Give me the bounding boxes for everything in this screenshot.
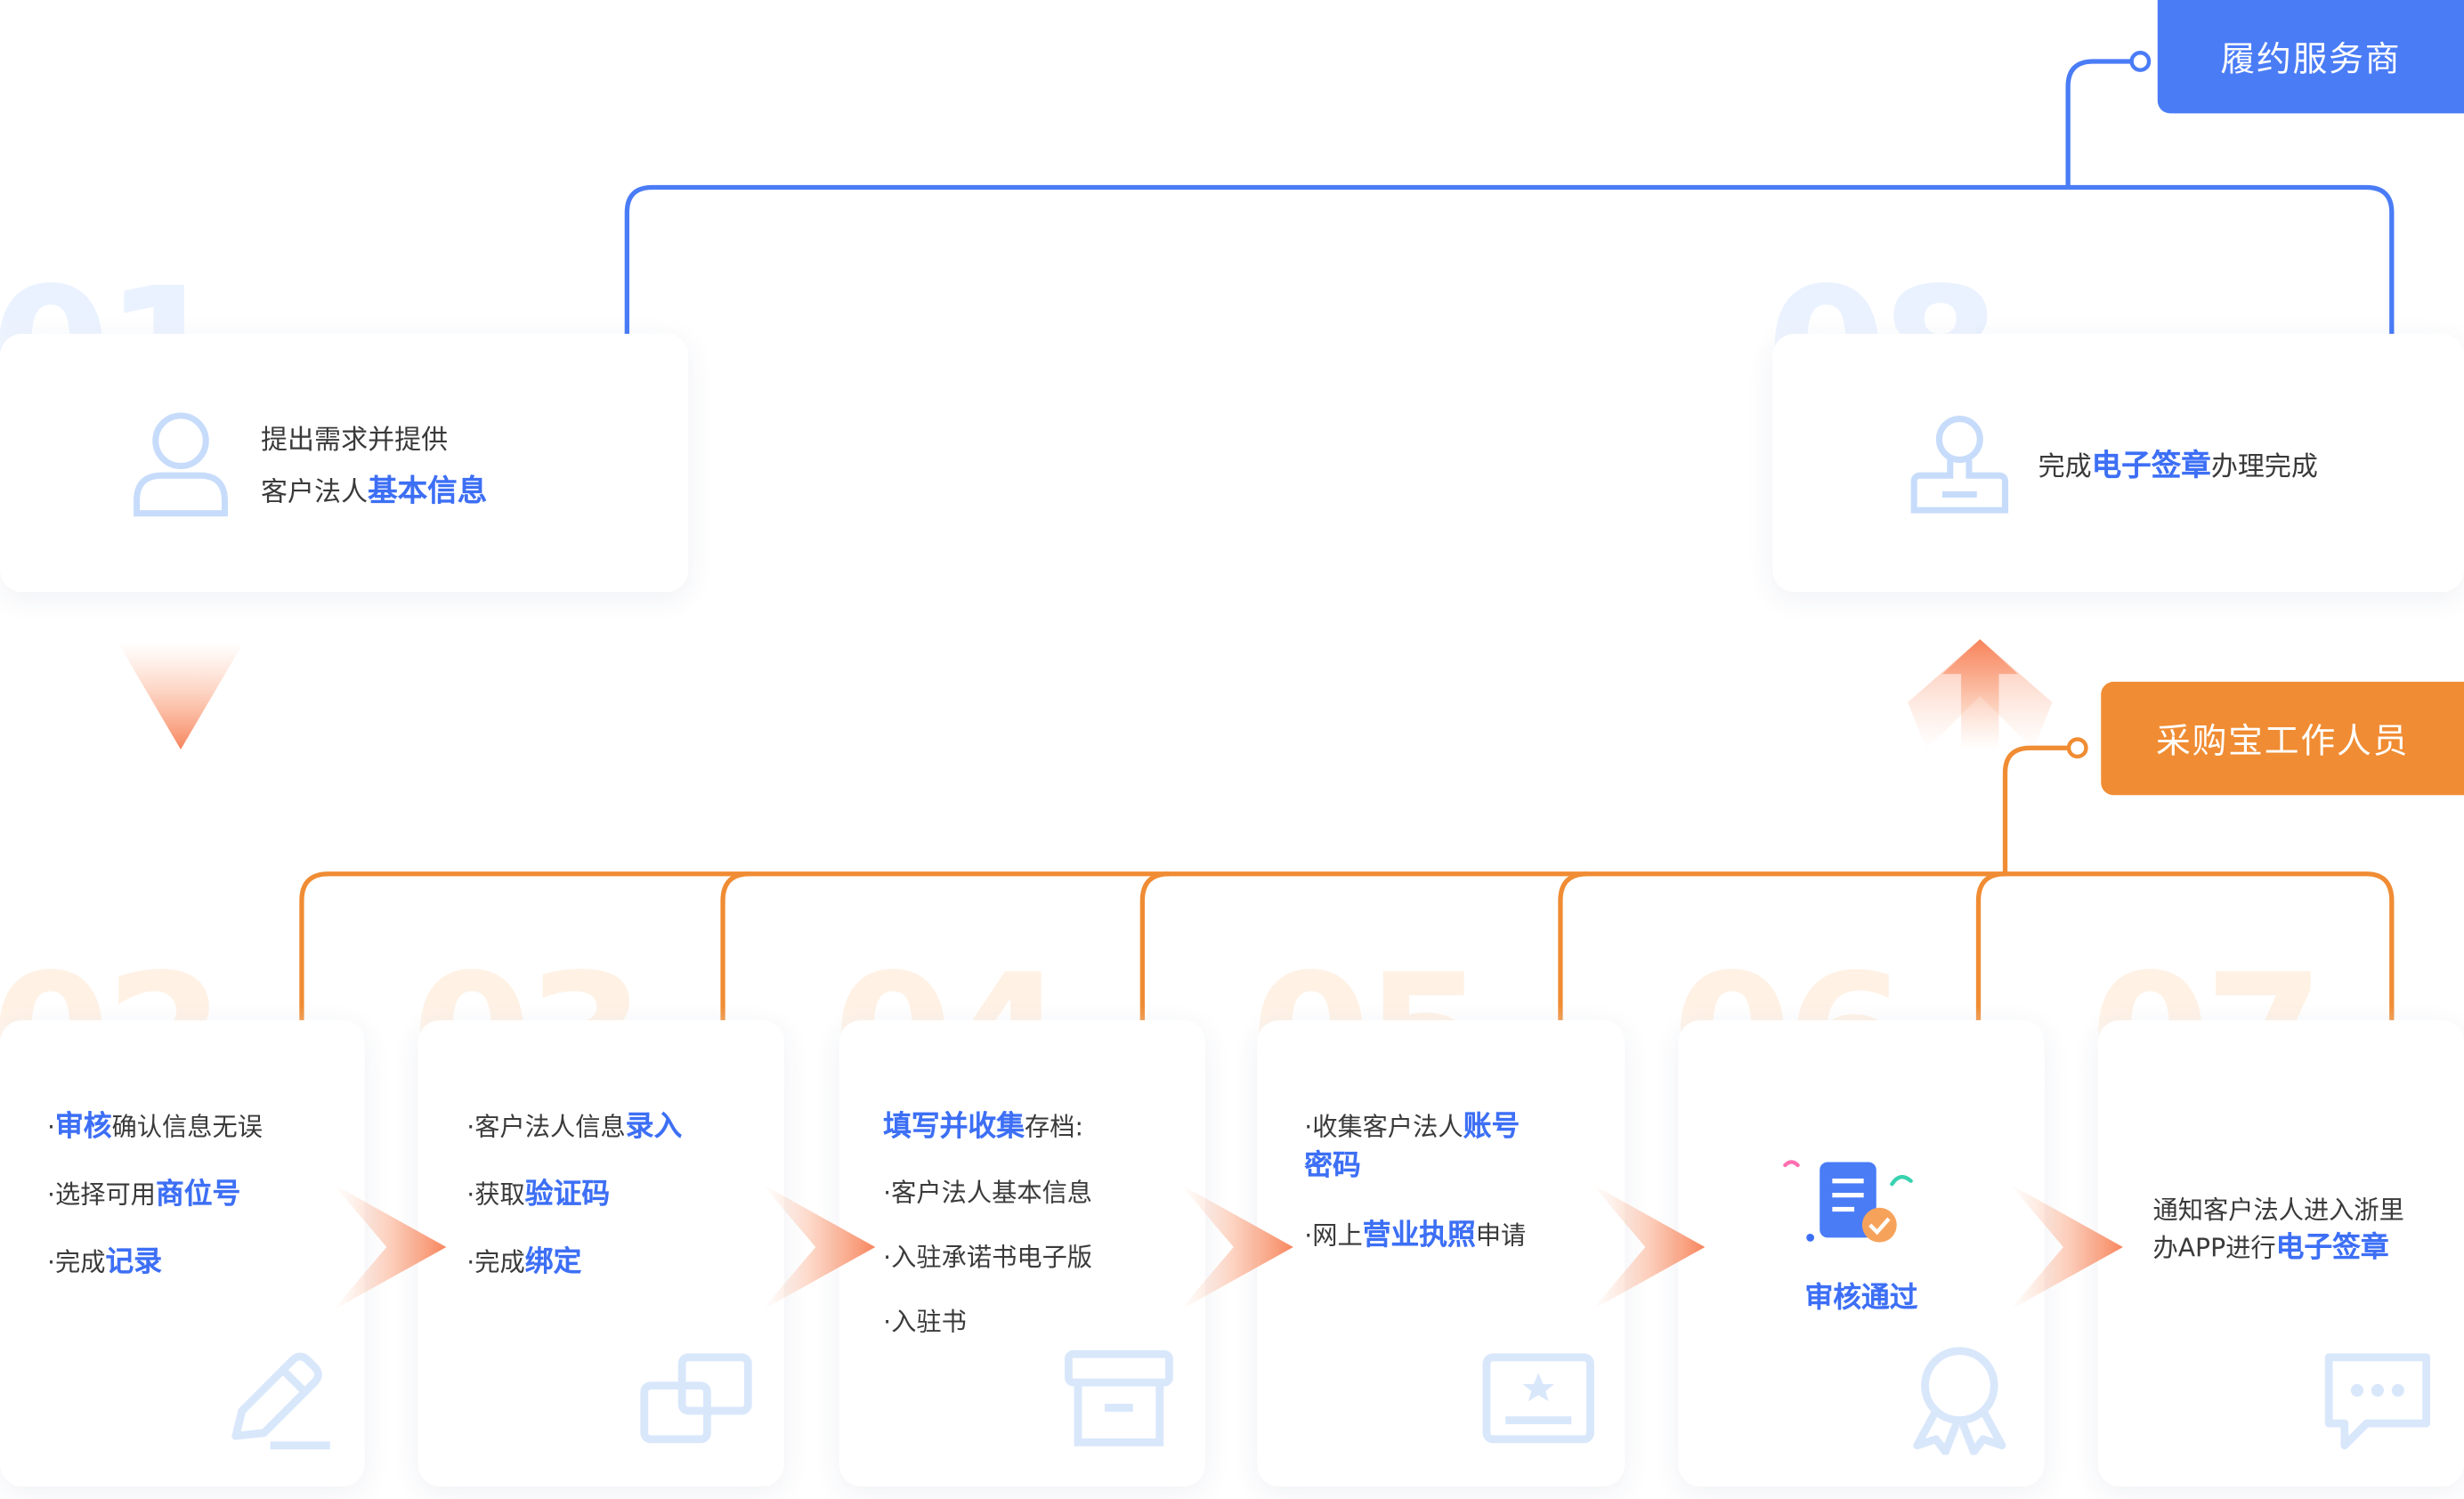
step-04-title: 填写并收集存档:: [883, 1110, 1084, 1144]
step-04-item: ·入驻承诺书电子版: [883, 1242, 1093, 1273]
step-03-item: ·客户法人信息录入: [466, 1110, 683, 1144]
orange-stem: [2002, 745, 2069, 874]
step-03-item: ·获取验证码: [466, 1178, 611, 1211]
right-arrow-icon: [1592, 1184, 1706, 1310]
award-icon: [1913, 1347, 2006, 1455]
staff-badge: 采购宝工作人员: [2101, 681, 2464, 796]
orange-dot: [2066, 737, 2088, 759]
up-arrow-icon: [1908, 639, 2053, 750]
right-arrow-icon: [762, 1184, 876, 1310]
step-01-card: [0, 334, 689, 593]
step-04-item: ·客户法人基本信息: [883, 1178, 1093, 1208]
step-08-card: [1772, 334, 2464, 593]
document-check-icon: [1783, 1160, 1913, 1243]
blue-branch-left: [624, 184, 2395, 335]
blue-stem: [2065, 59, 2131, 188]
step-04-item: ·入驻书: [883, 1307, 967, 1337]
right-arrow-icon: [1179, 1184, 1293, 1310]
right-arrow-icon: [333, 1184, 447, 1310]
step-04-card: [839, 1020, 1205, 1487]
step-08-text: 完成电子签章办理完成: [2038, 449, 2318, 484]
down-arrow-icon: [118, 642, 244, 750]
step-01-line2: 客户法人基本信息: [261, 474, 488, 509]
step-01-line1: 提出需求并提供: [261, 425, 449, 457]
step-07-card: [2097, 1020, 2464, 1487]
step-02-card: [0, 1020, 365, 1487]
stamp-icon: [1910, 415, 2009, 514]
blue-dot: [2129, 51, 2152, 72]
step-07-line1: 通知客户法人进入浙里: [2152, 1195, 2404, 1226]
step-06-label: 审核通过: [1804, 1281, 1918, 1316]
step-03-item: ·完成绑定: [466, 1245, 582, 1279]
user-icon: [134, 412, 228, 517]
step-02-item: ·选择可用商位号: [46, 1178, 241, 1211]
step-02-item: ·审核确认信息无误: [46, 1110, 263, 1144]
orange-bus: [299, 871, 2395, 1021]
fulfillment-provider-badge: 履约服务商: [2157, 0, 2464, 114]
archive-icon: [1064, 1349, 1173, 1446]
certificate-icon: [1482, 1353, 1594, 1444]
step-05-card: [1257, 1020, 1625, 1487]
link-icon: [640, 1353, 752, 1444]
step-02-item: ·完成记录: [46, 1245, 163, 1279]
edit-icon: [231, 1352, 330, 1450]
step-07-line2: 办APP进行电子签章: [2152, 1231, 2389, 1265]
step-05-item-cont: 密码: [1304, 1149, 1361, 1183]
chat-icon: [2324, 1353, 2431, 1450]
step-05-item: ·收集客户法人账号: [1304, 1110, 1520, 1144]
step-05-item: ·网上营业执照申请: [1304, 1219, 1527, 1252]
right-arrow-icon: [2009, 1184, 2123, 1310]
